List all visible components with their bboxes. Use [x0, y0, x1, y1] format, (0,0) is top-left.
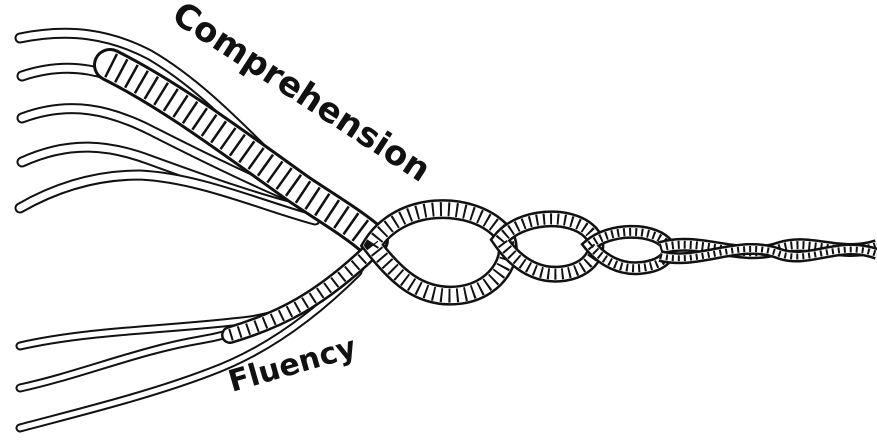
loop-2 [500, 219, 596, 274]
loop-3 [590, 232, 669, 268]
loop-1 [372, 209, 508, 296]
tight-braid [660, 245, 877, 258]
joined-rope [372, 209, 877, 296]
fluency-label: Fluency [225, 330, 361, 400]
